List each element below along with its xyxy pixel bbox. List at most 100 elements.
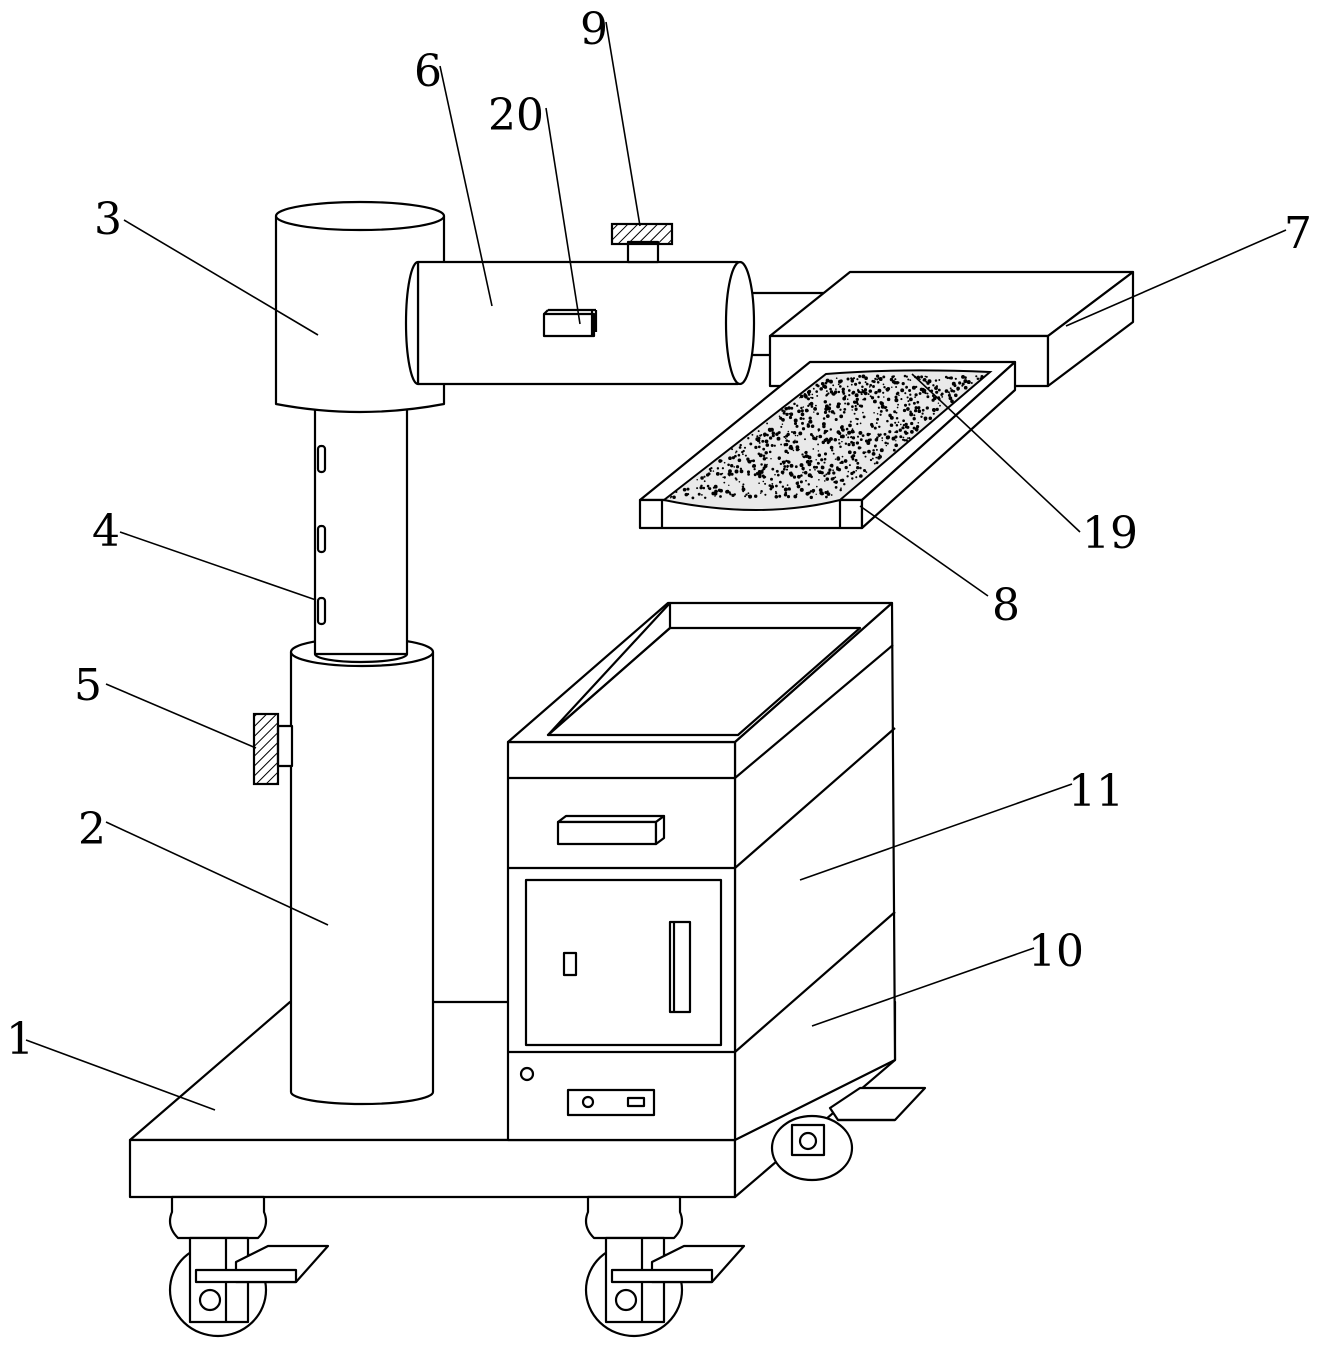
speckle: [879, 413, 882, 416]
speckle: [956, 388, 960, 391]
speckle: [737, 458, 742, 463]
speckle: [799, 487, 804, 492]
speckle: [812, 387, 815, 390]
speckle: [735, 469, 738, 472]
speckle: [892, 375, 896, 378]
speckle: [803, 470, 808, 475]
speckle: [834, 481, 838, 484]
speckle: [917, 407, 920, 410]
speckle: [935, 385, 939, 388]
speckle: [839, 435, 843, 439]
speckle: [839, 408, 842, 411]
speckle: [848, 464, 851, 467]
speckle: [854, 458, 858, 462]
speckle: [872, 399, 877, 404]
speckle: [753, 494, 758, 498]
speckle: [719, 488, 723, 493]
speckle: [799, 463, 804, 468]
speckle: [803, 393, 807, 396]
speckle: [863, 469, 867, 472]
speckle: [896, 406, 899, 409]
speckle: [737, 453, 741, 457]
speckle: [902, 419, 905, 423]
speckle: [931, 398, 935, 402]
speckle: [712, 486, 715, 489]
speckle: [904, 422, 908, 427]
speckle: [796, 404, 799, 407]
speckle: [829, 379, 833, 384]
speckle: [850, 383, 853, 386]
speckle: [893, 410, 896, 414]
speckle: [747, 437, 750, 440]
speckle: [834, 417, 838, 422]
speckle: [758, 482, 760, 484]
speckle: [925, 406, 929, 410]
speckle: [891, 436, 896, 441]
speckle: [701, 494, 703, 496]
speckle: [854, 404, 857, 408]
speckle: [878, 453, 881, 456]
speckle: [885, 435, 890, 440]
speckle: [764, 439, 769, 444]
speckle: [830, 449, 834, 452]
speckle: [823, 480, 826, 482]
speckle: [829, 390, 834, 394]
speckle: [754, 445, 758, 450]
speckle: [804, 408, 809, 413]
speckle: [853, 451, 857, 455]
speckle: [820, 465, 825, 470]
speckle: [825, 390, 828, 393]
speckle: [894, 431, 896, 434]
speckle: [873, 411, 875, 414]
speckle: [905, 385, 908, 389]
speckle: [833, 394, 836, 396]
speckle: [810, 405, 814, 408]
speckle: [811, 434, 814, 438]
speckle: [809, 468, 811, 471]
speckle: [789, 412, 794, 417]
speckle: [774, 495, 779, 499]
speckle: [731, 456, 735, 460]
speckle: [785, 439, 789, 442]
speckle: [797, 409, 801, 414]
speckle: [864, 381, 867, 384]
speckle: [802, 471, 804, 474]
speckle: [813, 438, 816, 441]
speckle: [976, 377, 980, 381]
speckle: [763, 434, 766, 438]
speckle: [842, 410, 846, 414]
speckle: [859, 391, 863, 394]
speckle: [739, 469, 744, 474]
speckle: [859, 422, 862, 425]
speckle: [837, 467, 842, 472]
speckle: [738, 446, 742, 449]
speckle: [823, 457, 827, 461]
speckle: [909, 410, 912, 413]
speckle: [928, 416, 933, 421]
speckle: [787, 406, 791, 410]
speckle: [829, 387, 832, 391]
speckle: [782, 411, 786, 415]
speckle: [922, 377, 927, 382]
speckle: [876, 378, 879, 381]
speckle: [876, 380, 880, 384]
speckle: [844, 442, 848, 445]
speckle: [857, 388, 859, 391]
speckle: [762, 466, 766, 470]
speckle: [902, 436, 905, 439]
speckle: [979, 377, 982, 380]
speckle: [896, 391, 900, 395]
speckle: [802, 406, 805, 408]
speckle: [758, 473, 762, 476]
speckle: [867, 393, 870, 396]
speckle: [906, 396, 909, 399]
speckle: [856, 403, 859, 406]
speckle: [729, 493, 732, 496]
speckle: [766, 422, 769, 425]
speckle: [926, 395, 930, 399]
speckle: [733, 493, 736, 496]
speckle: [769, 430, 771, 433]
speckle: [886, 419, 889, 423]
speckle: [851, 390, 856, 394]
speckle: [963, 379, 968, 384]
